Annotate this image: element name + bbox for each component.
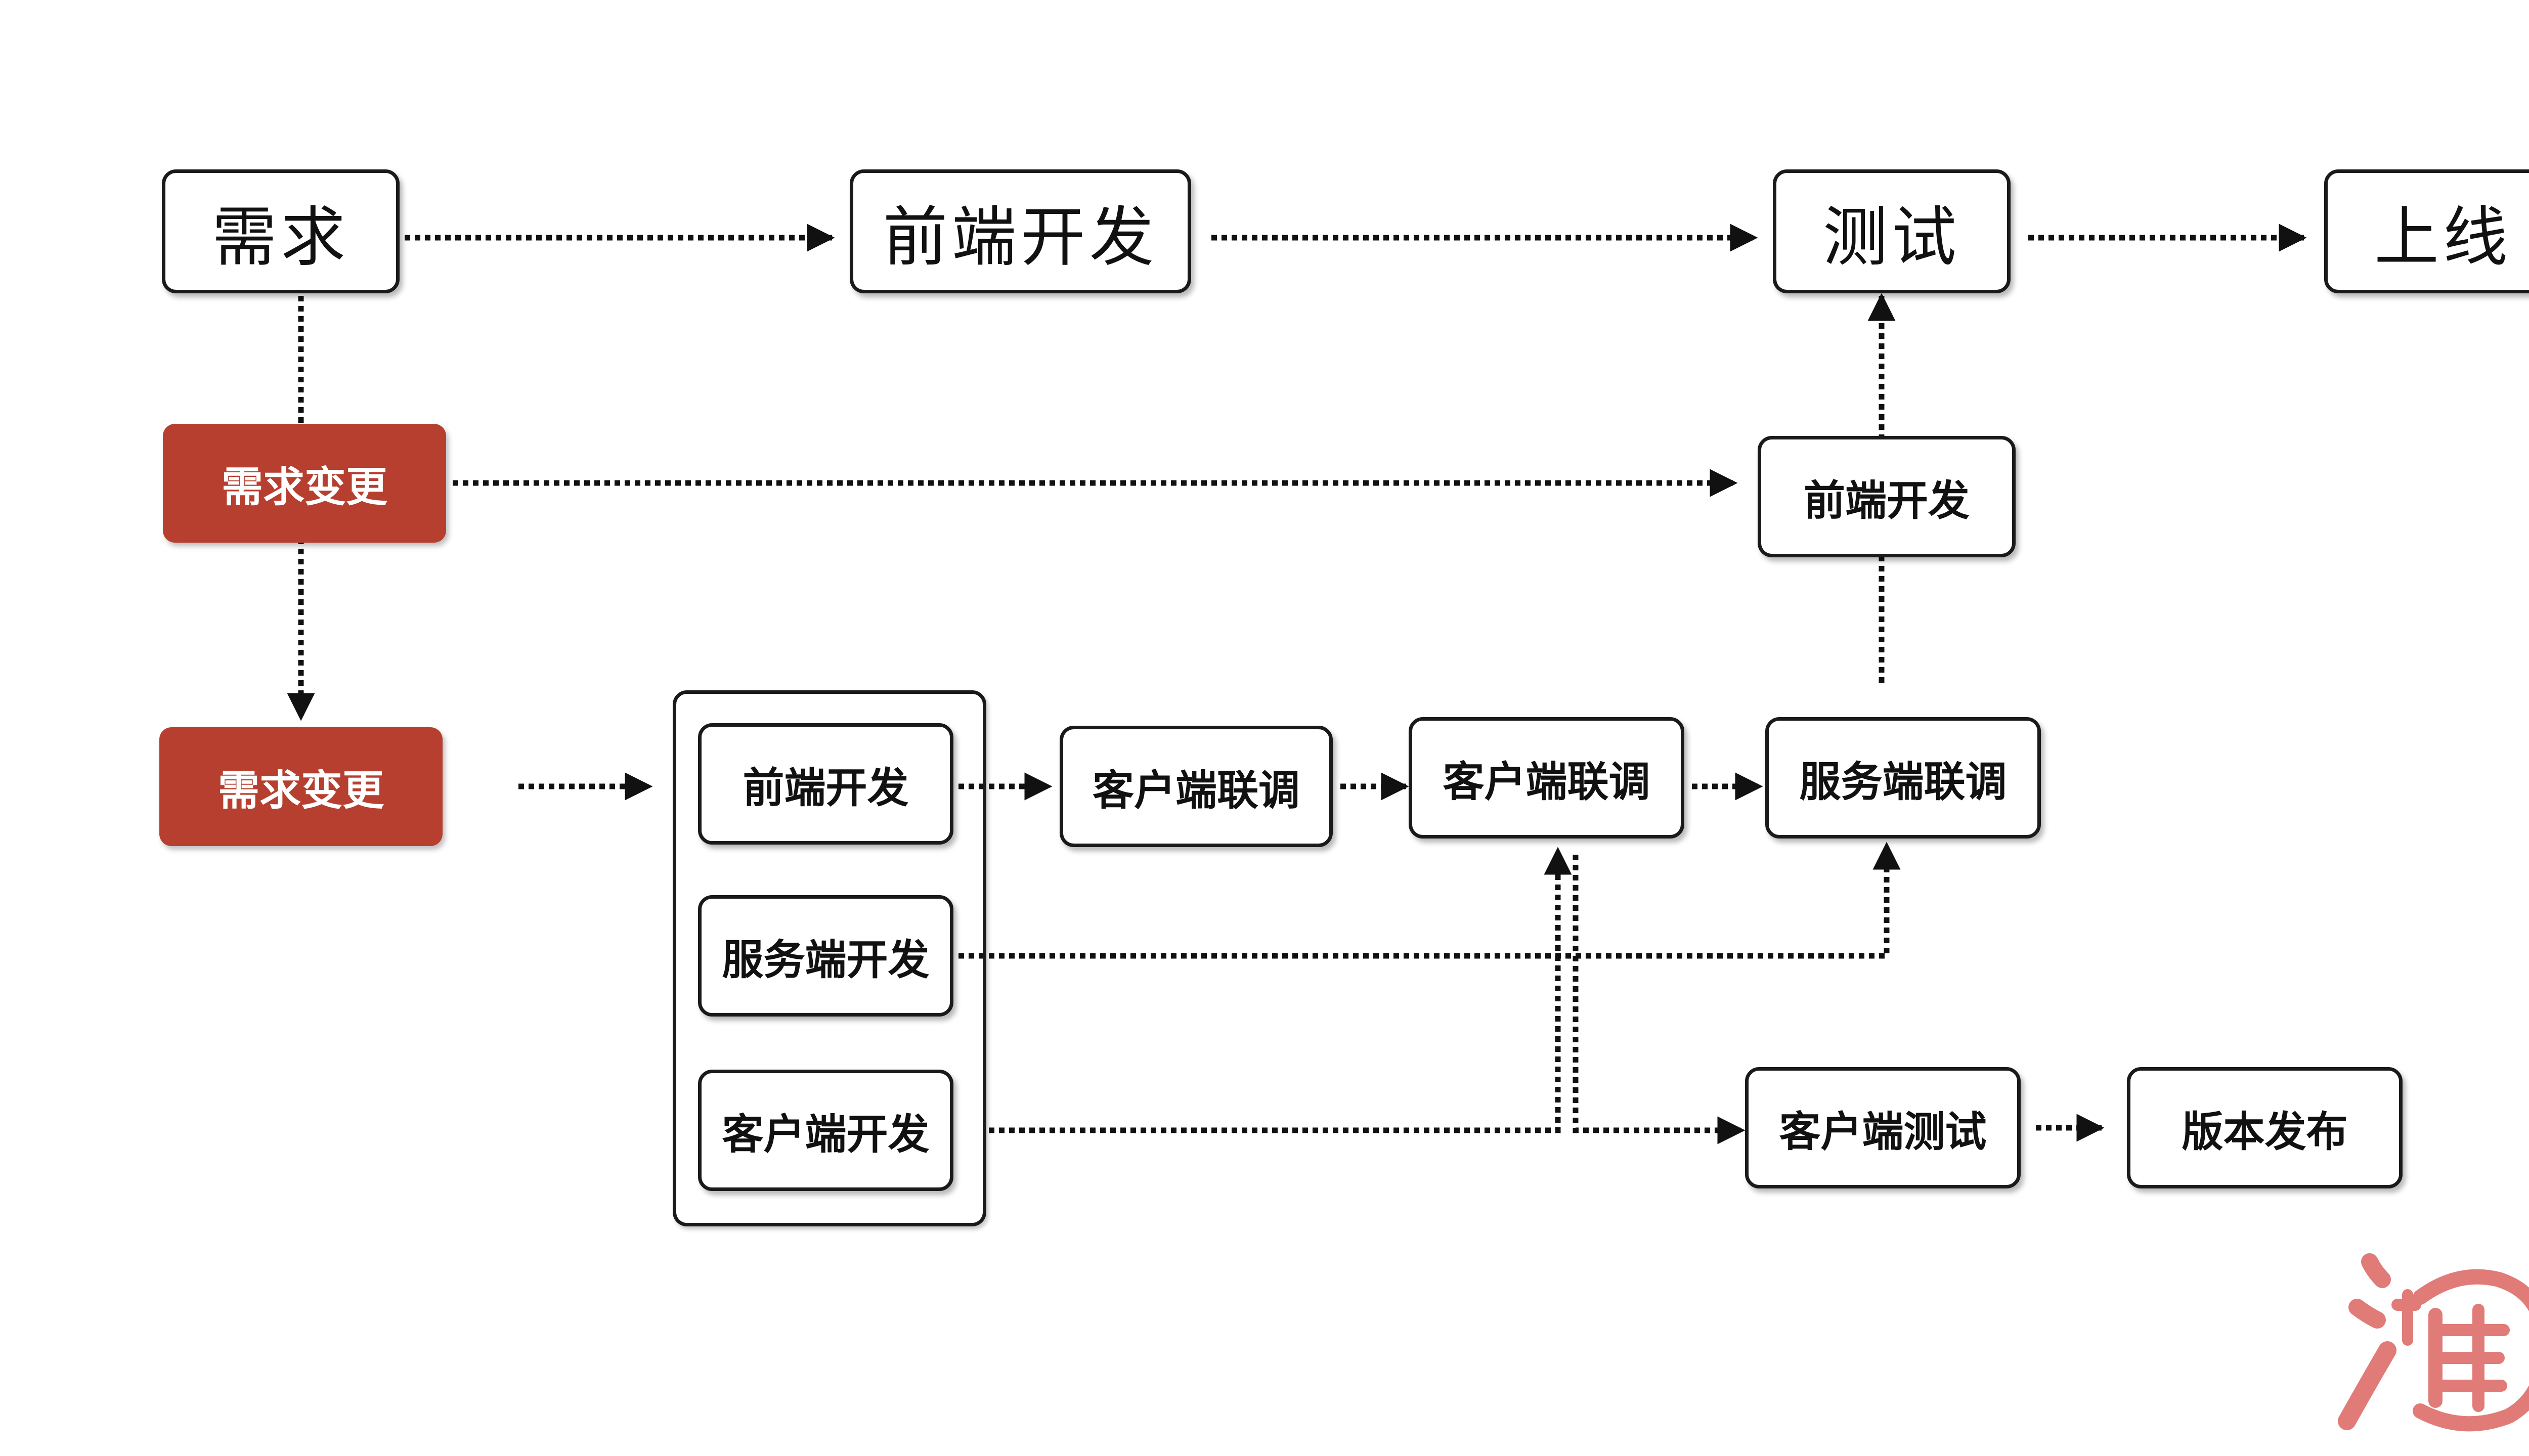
node-requirement: 需求 — [162, 169, 400, 293]
node-release: 版本发布 — [2127, 1067, 2403, 1188]
taobao-tao-logo — [2338, 1253, 2529, 1432]
edge-client-dev-to-client-joint — [989, 847, 1572, 1133]
parallel-dev-group — [673, 690, 986, 1226]
node-launch: 上线 — [2324, 169, 2529, 293]
node-server-joint-debug: 服务端联调 — [1765, 717, 2041, 839]
node-testing: 测试 — [1773, 169, 2011, 293]
edge-server-dev-to-server-joint — [958, 842, 1901, 959]
node-client-test: 客户端测试 — [1745, 1067, 2021, 1188]
edge-client-joint-to-client-test — [1573, 855, 1746, 1144]
node-server-dev: 服务端开发 — [698, 895, 953, 1017]
node-client-joint-debug-2: 客户端联调 — [1409, 717, 1684, 839]
node-client-joint-debug-1: 客户端联调 — [1060, 726, 1333, 847]
node-client-dev: 客户端开发 — [698, 1070, 953, 1191]
node-frontend-dev-change-a: 前端开发 — [1758, 436, 2016, 557]
node-requirement-change-b: 需求变更 — [159, 727, 443, 846]
node-requirement-change-a: 需求变更 — [163, 424, 446, 543]
node-frontend-dev-top: 前端开发 — [850, 169, 1191, 293]
node-frontend-dev: 前端开发 — [698, 723, 953, 845]
